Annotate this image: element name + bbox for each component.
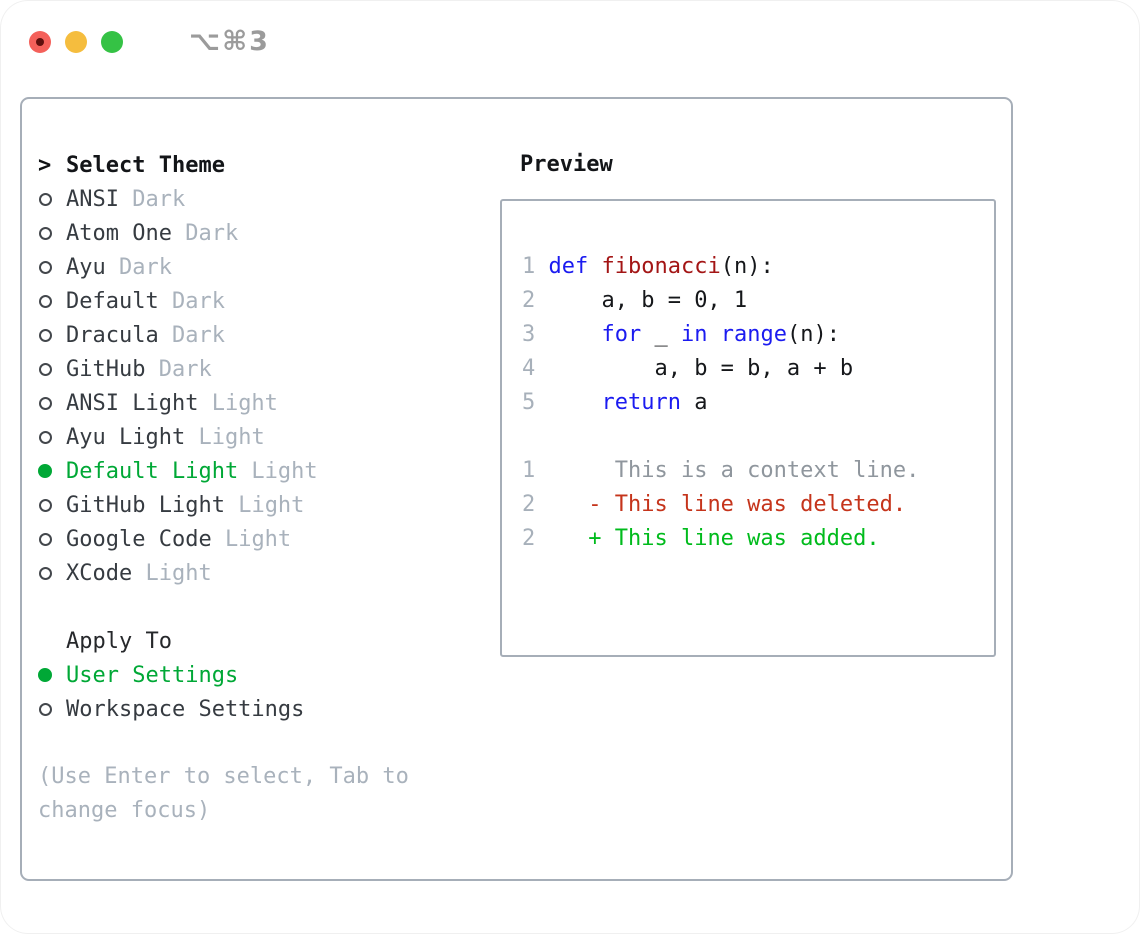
radio-unselected-icon	[38, 498, 66, 512]
radio-unselected-icon	[38, 566, 66, 580]
radio-unselected-icon	[38, 532, 66, 546]
theme-name: ANSI Light	[66, 390, 199, 416]
theme-name: GitHub Light	[66, 492, 225, 518]
theme-variant: Light	[198, 390, 278, 416]
theme-variant: Light	[132, 560, 212, 586]
radio-unselected-icon	[38, 702, 66, 716]
apply-option-user-settings[interactable]: User Settings	[38, 658, 470, 692]
theme-variant: Light	[185, 424, 265, 450]
cursor-indicator: >	[38, 152, 52, 178]
radio-unselected-icon	[38, 260, 66, 274]
window-shortcut-label: ⌥⌘3	[189, 26, 270, 57]
theme-variant: Light	[238, 458, 318, 484]
spacer	[38, 590, 470, 624]
radio-unselected-icon	[38, 294, 66, 308]
theme-item-default[interactable]: Default Dark	[38, 284, 470, 318]
theme-item-ansi-light[interactable]: ANSI Light Light	[38, 386, 470, 420]
theme-variant: Dark	[171, 220, 239, 246]
theme-item-ayu-light[interactable]: Ayu Light Light	[38, 420, 470, 454]
theme-name: Atom One	[66, 220, 172, 246]
spacer	[38, 726, 470, 760]
theme-name: Google Code	[66, 526, 212, 552]
radio-unselected-icon	[38, 226, 66, 240]
zoom-button[interactable]	[101, 30, 123, 53]
theme-name: GitHub	[66, 356, 146, 382]
theme-variant: Light	[224, 492, 305, 518]
radio-unselected-icon	[38, 362, 66, 376]
preview-title: Preview	[520, 152, 613, 177]
theme-item-xcode[interactable]: XCode Light	[38, 556, 470, 590]
radio-unselected-icon	[38, 430, 66, 444]
code-preview: 1 def fibonacci(n): 2 a, b = 0, 1 3 for …	[522, 254, 920, 551]
radio-unselected-icon	[38, 328, 66, 342]
preview-box: 1 def fibonacci(n): 2 a, b = 0, 1 3 for …	[500, 199, 996, 657]
apply-option-label: Workspace Settings	[66, 696, 305, 722]
radio-unselected-icon	[38, 396, 66, 410]
theme-name: Ayu	[66, 254, 106, 280]
theme-variant: Dark	[158, 322, 225, 348]
theme-name: ANSI	[66, 186, 119, 212]
theme-variant: Dark	[145, 356, 212, 382]
help-text: (Use Enter to select, Tab to change focu…	[38, 764, 409, 823]
titlebar: ⌥⌘3	[29, 26, 270, 57]
theme-item-atom-one[interactable]: Atom One Dark	[38, 216, 470, 250]
theme-item-github-light[interactable]: GitHub Light Light	[38, 488, 470, 522]
theme-variant: Dark	[105, 254, 172, 280]
theme-name: XCode	[66, 560, 133, 586]
theme-variant: Dark	[158, 288, 225, 314]
theme-item-google-code[interactable]: Google Code Light	[38, 522, 470, 556]
theme-item-ayu[interactable]: Ayu Dark	[38, 250, 470, 284]
apply-option-workspace-settings[interactable]: Workspace Settings	[38, 692, 470, 726]
theme-item-github[interactable]: GitHub Dark	[38, 352, 470, 386]
theme-item-dracula[interactable]: Dracula Dark	[38, 318, 470, 352]
theme-name: Dracula	[66, 322, 159, 348]
radio-selected-icon	[38, 668, 66, 682]
select-theme-header: > Select Theme	[38, 148, 470, 182]
theme-name: Ayu Light	[66, 424, 186, 450]
theme-name: Default	[66, 288, 159, 314]
minimize-button[interactable]	[65, 30, 87, 53]
radio-unselected-icon	[38, 192, 66, 206]
theme-variant: Light	[211, 526, 292, 552]
theme-name: Default Light	[66, 458, 239, 484]
theme-item-ansi[interactable]: ANSI Dark	[38, 182, 470, 216]
close-button[interactable]	[29, 30, 51, 53]
radio-selected-icon	[38, 464, 66, 478]
apply-option-label: User Settings	[66, 662, 239, 688]
select-theme-title: Select Theme	[66, 152, 225, 178]
theme-item-default-light[interactable]: Default Light Light	[38, 454, 470, 488]
theme-variant: Dark	[118, 186, 186, 212]
apply-to-header: Apply To	[38, 624, 470, 658]
apply-to-title: Apply To	[66, 628, 172, 654]
preview-section: Preview 1 def fibonacci(n): 2 a, b = 0, …	[500, 148, 996, 657]
close-dot-icon	[36, 37, 44, 46]
